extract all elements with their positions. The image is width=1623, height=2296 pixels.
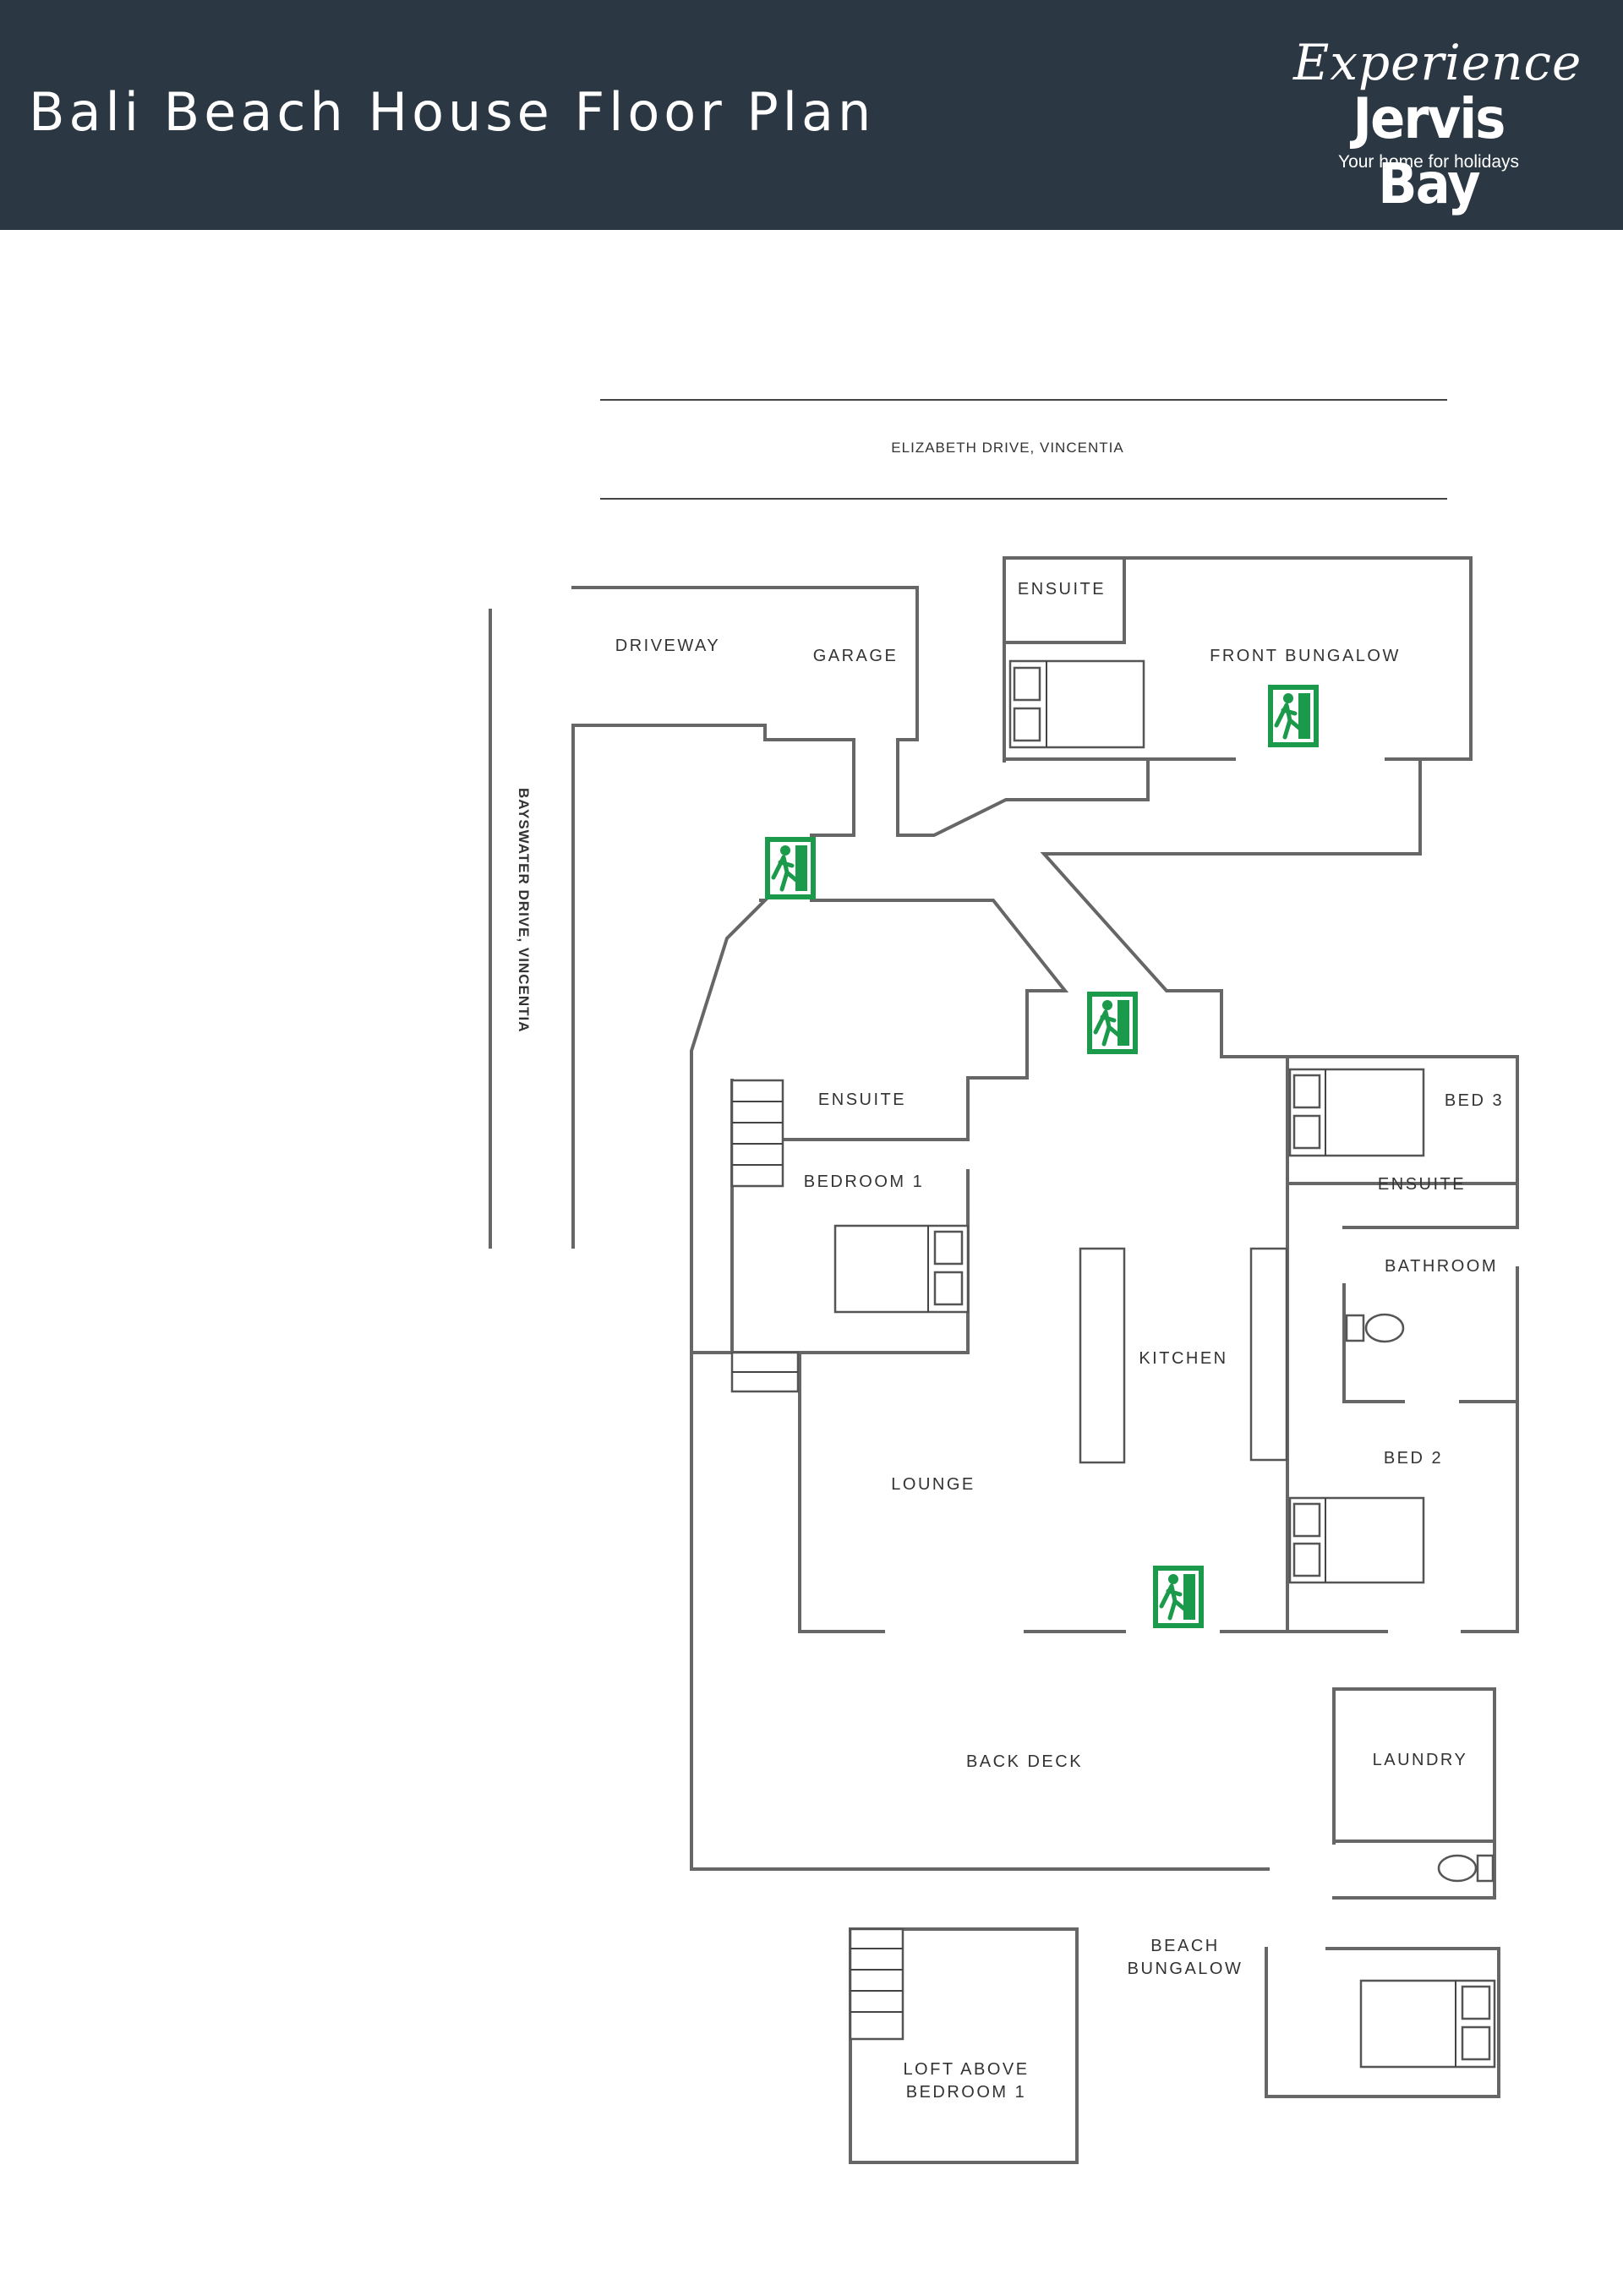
street-elizabeth-drive: ELIZABETH DRIVE, VINCENTIA [600,399,1447,500]
room-label-garage: GARAGE [813,647,899,665]
street-label-side: BAYSWATER DRIVE, VINCENTIA [516,788,532,1033]
street-label-top: ELIZABETH DRIVE, VINCENTIA [891,440,1123,456]
kitchen-bench-right [1249,1247,1288,1462]
room-label-kitchen: KITCHEN [1139,1349,1227,1368]
room-label-beach-bungalow-line-2: BUNGALOW [1128,1960,1243,1978]
stairs-icon [730,1079,800,1393]
room-labels: DRIVEWAY GARAGE ENSUITE FRONT BUNGALOW E… [615,580,1504,2102]
walls [571,556,1519,2164]
room-label-bed-3: BED 3 [1445,1091,1504,1110]
toilet-icon [1437,1854,1495,1883]
room-label-bedroom-1: BEDROOM 1 [804,1173,925,1191]
logo-brand-text: Jervis Bay [1352,86,1506,216]
emergency-exit-sign-icon [765,837,816,899]
room-label-loft-line-2: BEDROOM 1 [906,2083,1027,2102]
logo-script-text: Experience [1293,34,1582,91]
room-label-beach-bungalow-line-1: BEACH [1150,1937,1219,1955]
loft-stairs-icon [849,1927,904,2041]
room-label-lounge: LOUNGE [891,1475,975,1494]
room-label-bathroom: BATHROOM [1385,1257,1498,1276]
kitchen-bench-left [1079,1247,1126,1464]
room-label-loft-line-1: LOFT ABOVE [903,2060,1029,2079]
room-label-ensuite-bed1: ENSUITE [818,1091,906,1109]
room-label-ensuite-front: ENSUITE [1018,580,1106,599]
bed-icon [1288,1068,1425,1157]
bed-icon [833,1224,970,1314]
bed-icon [1008,659,1145,749]
emergency-exit-sign-icon [1153,1566,1204,1628]
toilet-icon [1345,1313,1405,1343]
emergency-exit-sign-icon [1268,685,1319,747]
kitchen-benches [1079,1247,1288,1464]
jervis-bay-logo: Experience Jervis Bay Your home for holi… [1293,34,1582,216]
page-title: Bali Beach House Floor Plan [29,81,876,143]
room-label-back-deck: BACK DECK [966,1752,1083,1771]
room-label-bed-2: BED 2 [1384,1449,1443,1468]
room-label-laundry: LAUNDRY [1373,1751,1468,1769]
header-bar: Bali Beach House Floor Plan Experience J… [0,0,1623,230]
bed-icon [1288,1496,1425,1584]
bed-icon [1359,1979,1496,2069]
emergency-exit-sign-icon [1087,992,1138,1054]
room-label-front-bungalow: FRONT BUNGALOW [1210,647,1401,665]
logo-tagline: Your home for holidays [1337,152,1520,172]
room-label-ensuite-bed3: ENSUITE [1378,1175,1466,1194]
street-bayswater-drive: BAYSWATER DRIVE, VINCENTIA [489,609,532,1249]
room-label-driveway: DRIVEWAY [615,637,720,655]
